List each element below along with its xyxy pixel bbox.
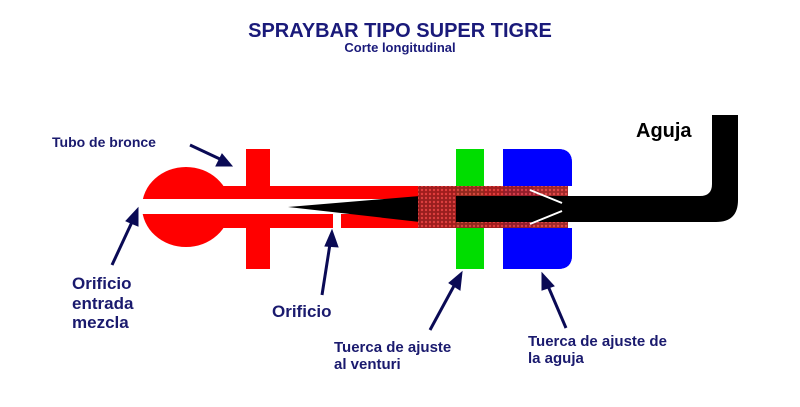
label-tuerca-aguja: Tuerca de ajuste de la aguja [528, 333, 667, 368]
orifice-hole [333, 212, 341, 228]
label-aguja: Aguja [636, 120, 692, 142]
label-orificio: Orificio [272, 302, 332, 321]
label-tuerca-venturi: Tuerca de ajuste al venturi [334, 339, 452, 374]
label-tubo-de-bronce: Tubo de bronce [52, 134, 156, 150]
diagram-subtitle: Corte longitudinal [344, 40, 456, 55]
label-orificio-entrada-mezcla: Orificio entrada mezcla [72, 274, 134, 333]
diagram-title: SPRAYBAR TIPO SUPER TIGRE [248, 20, 552, 42]
